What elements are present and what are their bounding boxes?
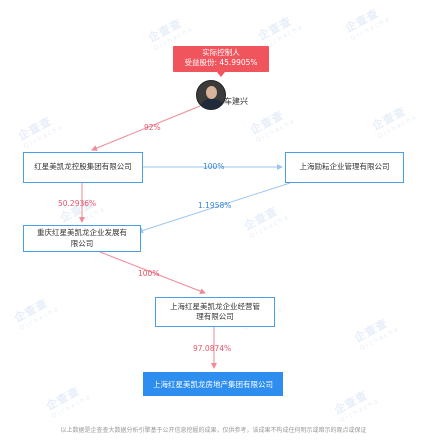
company-name: 上海励耘企业管理有限公司 xyxy=(299,162,390,172)
company-hongxing-holding[interactable]: 红星美凯龙控股集团有限公司 xyxy=(23,152,143,183)
disclaimer-footer: 以上数据是企查查大数据分析引擎基于公开信息挖掘的成果，仅供参考，该成果不构成任何… xyxy=(60,427,367,434)
edge-label-holding-xinmao: 100% xyxy=(203,162,225,171)
company-name: 上海红星美凯龙企业经营管理有限公司 xyxy=(170,301,260,321)
edge-label-holding-chongqing: 50.2936% xyxy=(58,199,97,208)
actual-controller-badge: 实际控制人 受益股份: 45.9905% xyxy=(173,46,269,77)
edge-label-mgmt-target: 97.0874% xyxy=(193,344,232,353)
avatar[interactable] xyxy=(196,80,226,110)
edge-chongqing-mgmt xyxy=(99,251,206,294)
company-name: 红星美凯龙控股集团有限公司 xyxy=(34,162,132,172)
company-shanghai-xinmao[interactable]: 上海励耘企业管理有限公司 xyxy=(285,152,404,183)
controller-share: 受益股份: 45.9905% xyxy=(184,57,258,67)
edge-person-holding xyxy=(91,105,201,151)
company-name: 上海红星美凯龙房地产集团有限公司 xyxy=(153,379,273,389)
edge-xinmao-chongqing xyxy=(137,182,291,234)
company-chongqing[interactable]: 重庆红星美凯龙企业发展有限公司 xyxy=(23,225,141,252)
controller-title: 实际控制人 xyxy=(202,48,240,57)
company-shanghai-mgmt[interactable]: 上海红星美凯龙企业经营管理有限公司 xyxy=(155,297,275,327)
company-name: 重庆红星美凯龙企业发展有限公司 xyxy=(37,228,127,248)
company-target[interactable]: 上海红星美凯龙房地产集团有限公司 xyxy=(143,372,283,396)
edge-label-xinmao-chongqing: 1.1958% xyxy=(198,201,232,210)
person-name[interactable]: 车建兴 xyxy=(224,97,248,106)
edge-label-person-holding: 92% xyxy=(144,123,161,132)
edge-label-chongqing-mgmt: 100% xyxy=(138,269,160,278)
